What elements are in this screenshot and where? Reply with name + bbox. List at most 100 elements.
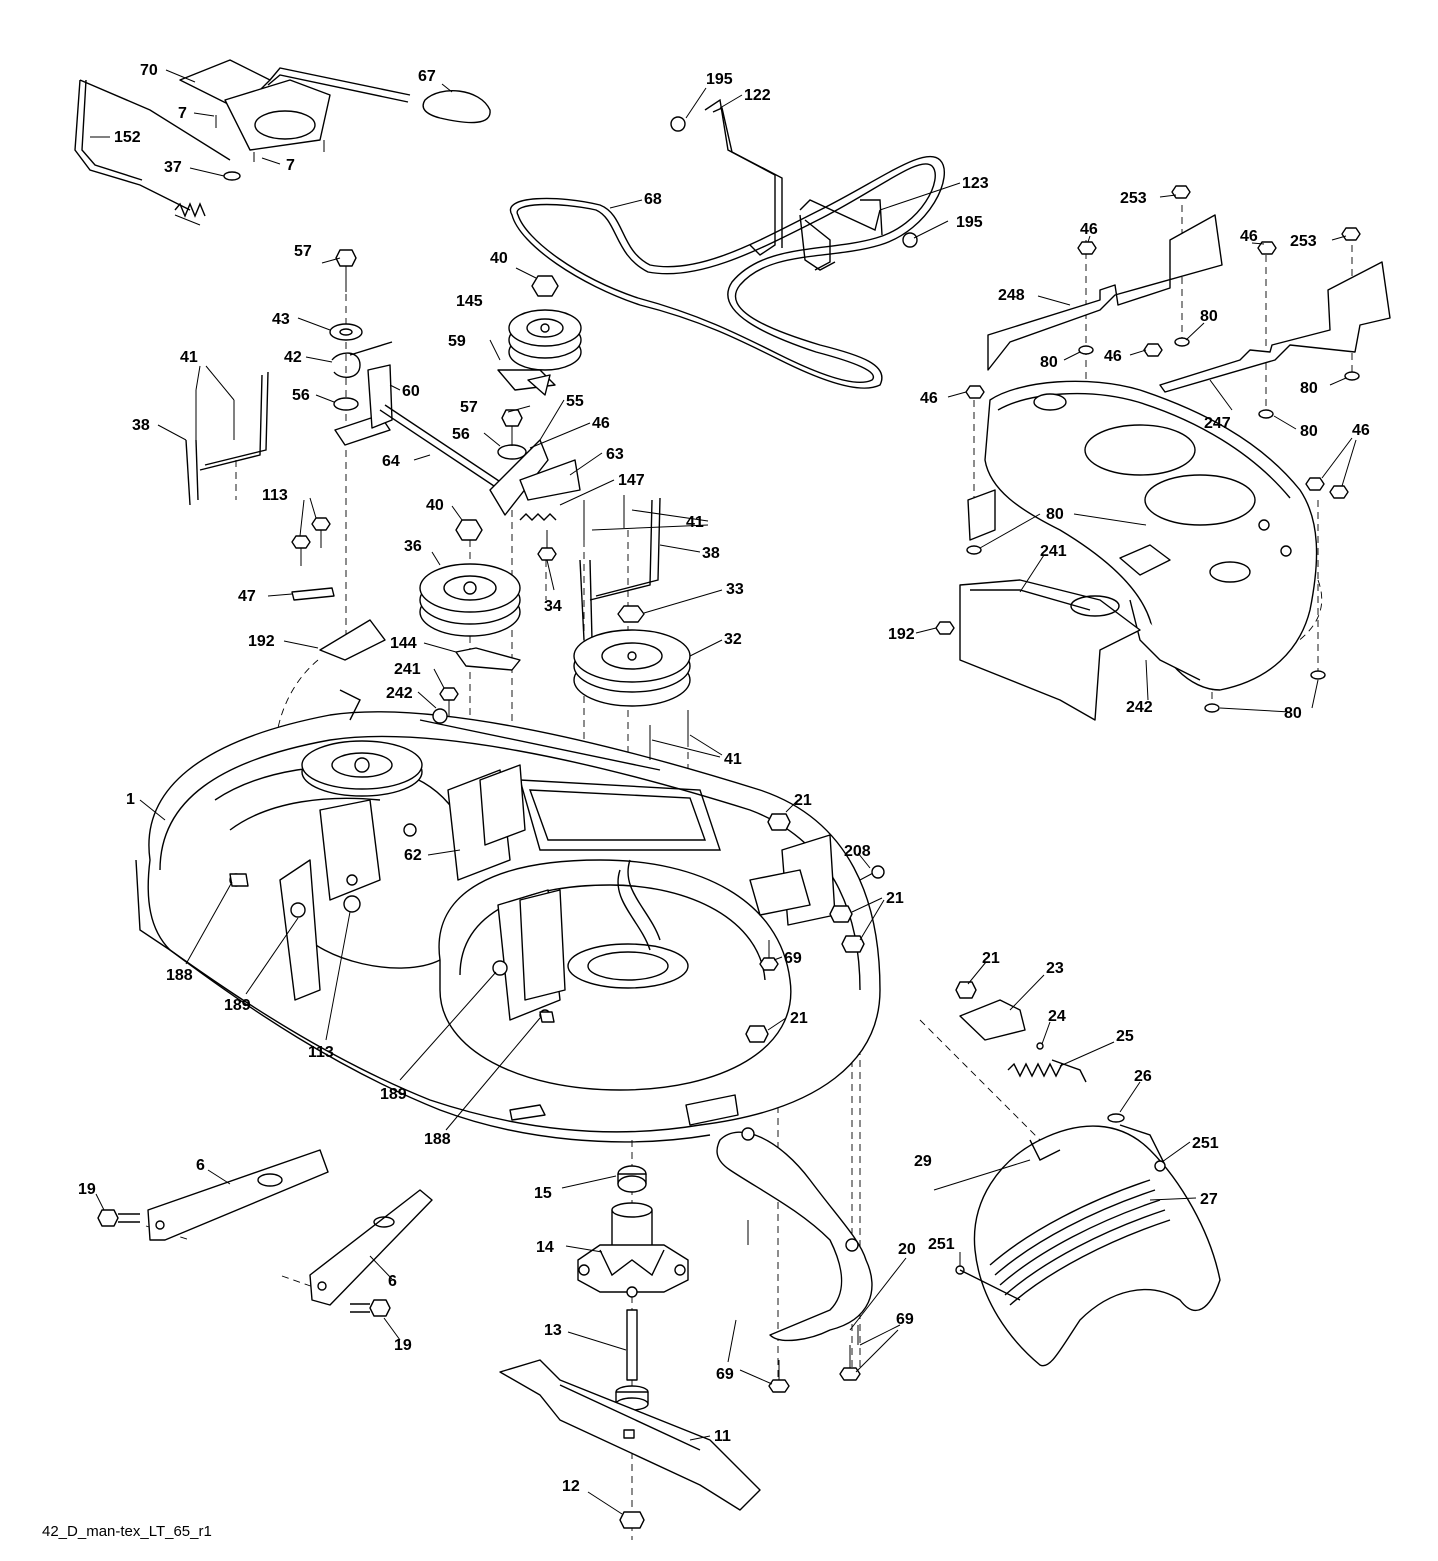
- callout-24: 24: [1048, 1008, 1066, 1025]
- callout-80: 80: [1046, 506, 1064, 523]
- callout-42: 42: [284, 349, 302, 366]
- callout-80: 80: [1200, 308, 1218, 325]
- callout-33: 33: [726, 581, 744, 598]
- callout-188: 188: [166, 967, 193, 984]
- callout-69: 69: [896, 1311, 914, 1328]
- callout-1: 1: [126, 791, 135, 808]
- callout-56: 56: [292, 387, 310, 404]
- callout-40: 40: [490, 250, 508, 267]
- callout-46: 46: [1352, 422, 1370, 439]
- callout-80: 80: [1284, 705, 1302, 722]
- callout-32: 32: [724, 631, 742, 648]
- discharge-chute: [933, 999, 1221, 1367]
- callout-13: 13: [544, 1322, 562, 1339]
- callout-38: 38: [132, 417, 150, 434]
- callout-147: 147: [618, 472, 645, 489]
- callout-70: 70: [140, 62, 158, 79]
- callout-63: 63: [606, 446, 624, 463]
- callout-47: 47: [238, 588, 256, 605]
- callout-12: 12: [562, 1478, 580, 1495]
- callout-251: 251: [928, 1236, 955, 1253]
- callout-241: 241: [394, 661, 421, 678]
- callout-80: 80: [1300, 380, 1318, 397]
- belt-covers: [959, 214, 1391, 721]
- callout-7: 7: [286, 157, 295, 174]
- callout-195: 195: [956, 214, 983, 231]
- callout-113: 113: [262, 487, 288, 504]
- diagram-code: 42_D_man-tex_LT_65_r1: [42, 1523, 212, 1540]
- callout-60: 60: [402, 383, 420, 400]
- callout-leaders: [90, 69, 1357, 1515]
- callout-69: 69: [716, 1366, 734, 1383]
- idler-pulley-36: [419, 519, 521, 637]
- callout-249: 241: [1040, 543, 1067, 560]
- mower-deck-housing: [135, 689, 881, 1143]
- callout-21: 21: [982, 950, 1000, 967]
- callout-55: 55: [566, 393, 584, 410]
- callout-29: 29: [914, 1153, 932, 1170]
- spindle-assembly: [499, 1165, 761, 1529]
- callout-46: 46: [592, 415, 610, 432]
- callout-113: 113: [308, 1044, 334, 1061]
- callout-144: 144: [390, 635, 417, 652]
- callout-19: 19: [394, 1337, 412, 1354]
- callout-20: 20: [898, 1241, 916, 1258]
- callout-25: 25: [1116, 1028, 1134, 1045]
- fasteners: [215, 115, 1361, 1393]
- callout-46: 46: [920, 390, 938, 407]
- callout-14: 14: [536, 1239, 554, 1256]
- callout-38: 38: [702, 545, 720, 562]
- spindle-pulley-32: [573, 605, 691, 707]
- callout-59: 59: [448, 333, 466, 350]
- belt-guide-bracket: [670, 98, 918, 271]
- idler-pulley-145: [508, 275, 582, 371]
- callout-34: 34: [544, 598, 562, 615]
- callout-19: 19: [78, 1181, 96, 1198]
- callout-labels: 70 67 7 7 152 37 195 122 123 195 68 253 …: [78, 62, 1370, 1495]
- callout-80: 80: [1300, 423, 1318, 440]
- callout-46: 46: [1240, 228, 1258, 245]
- callout-41: 41: [180, 349, 198, 366]
- callout-192: 192: [248, 633, 275, 650]
- callout-57: 57: [460, 399, 478, 416]
- callout-67: 67: [418, 68, 436, 85]
- callout-122: 122: [744, 87, 771, 104]
- callout-36: 36: [404, 538, 422, 555]
- deck-arms: [97, 1127, 873, 1342]
- callout-253: 253: [1290, 233, 1317, 250]
- callout-247: 247: [1204, 415, 1231, 432]
- callout-188: 188: [424, 1131, 451, 1148]
- callout-21: 21: [886, 890, 904, 907]
- callout-35: 192: [888, 626, 915, 643]
- callout-37: 37: [164, 159, 182, 176]
- callout-62: 62: [404, 847, 422, 864]
- callout-208: 208: [844, 843, 871, 860]
- callout-26: 26: [1134, 1068, 1152, 1085]
- callout-27: 27: [1200, 1191, 1218, 1208]
- callout-152: 152: [114, 129, 141, 146]
- callout-43: 43: [272, 311, 290, 328]
- callout-123: 123: [962, 175, 989, 192]
- callout-251: 251: [1192, 1135, 1219, 1152]
- callout-46: 46: [1104, 348, 1122, 365]
- callout-40: 40: [426, 497, 444, 514]
- callout-253: 253: [1120, 190, 1147, 207]
- callout-15: 15: [534, 1185, 552, 1202]
- callout-69: 69: [784, 950, 802, 967]
- callout-189: 189: [380, 1086, 407, 1103]
- callout-57: 57: [294, 243, 312, 260]
- callout-145: 145: [456, 293, 483, 310]
- callout-195: 195: [706, 71, 733, 88]
- callout-56: 56: [452, 426, 470, 443]
- callout-21: 21: [794, 792, 812, 809]
- callout-80: 80: [1040, 354, 1058, 371]
- callout-248: 248: [998, 287, 1025, 304]
- callout-23: 23: [1046, 960, 1064, 977]
- callout-242: 242: [386, 685, 413, 702]
- drive-belt: [509, 155, 945, 389]
- callout-6: 6: [388, 1273, 397, 1290]
- callout-189: 189: [224, 997, 251, 1014]
- callout-7: 7: [178, 105, 187, 122]
- lift-bracket-assembly: [74, 59, 661, 671]
- callout-243: 242: [1126, 699, 1153, 716]
